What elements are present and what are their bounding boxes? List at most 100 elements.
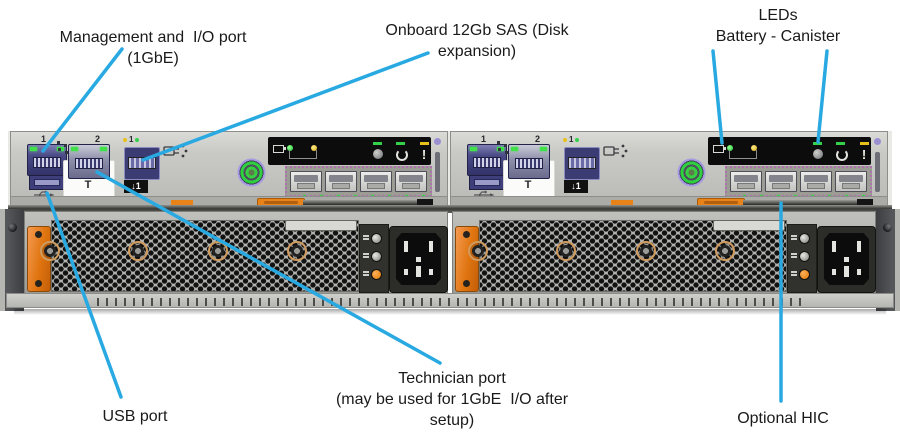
hic-port-3 — [800, 171, 832, 192]
psu-handle-screw — [35, 231, 42, 238]
ac-power-inlet — [817, 226, 876, 293]
psu-dc-led — [799, 251, 810, 262]
c14-socket — [824, 233, 869, 285]
psu-handle-screw — [35, 280, 42, 287]
activity-led — [57, 147, 64, 151]
sas-slot — [128, 157, 156, 169]
ac-power-inlet — [389, 226, 448, 293]
sas-expansion-icon — [603, 144, 628, 158]
usb-port-label: USB port — [102, 408, 168, 425]
power-led — [813, 142, 822, 145]
psu-ac-led — [371, 233, 382, 244]
hic-port-slot — [329, 175, 353, 182]
port2-number: 2 — [535, 134, 541, 144]
sas-label: Onboard 12Gb SAS (Disk expansion) — [347, 20, 607, 62]
psu-led-column — [787, 224, 817, 293]
grille-screw — [40, 241, 60, 261]
hic-port-latch — [737, 183, 755, 189]
usb-slot — [34, 179, 60, 186]
chassis-bottom-rail — [6, 293, 894, 308]
port2-number: 2 — [95, 134, 101, 144]
battery-led-bracket — [729, 150, 757, 159]
hic-port-4 — [395, 171, 427, 192]
storage-enclosure-rear: 1 2 T 1 — [0, 131, 900, 317]
technician-port-label-line3: setup) — [429, 412, 475, 429]
end-cap-screw — [434, 138, 441, 145]
grille-screw — [636, 241, 656, 261]
leds-label-line1: LEDs — [758, 7, 798, 24]
rack-screw — [8, 223, 17, 232]
activity-led — [540, 147, 547, 151]
psu-fault-icon — [791, 271, 797, 273]
end-cap-screw — [874, 138, 881, 145]
sas-expansion-port — [124, 147, 160, 180]
latch-tab — [611, 200, 633, 206]
hic-port-latch — [332, 183, 350, 189]
battery-led-bracket — [289, 150, 317, 159]
battery-icon — [713, 145, 726, 153]
hic-port-3 — [360, 171, 392, 192]
leds-label-line2: Battery - Canister — [715, 28, 841, 45]
release-lever-tip — [857, 199, 873, 206]
grille-screw — [468, 241, 488, 261]
usb-port — [469, 175, 505, 190]
hic-port-1 — [290, 171, 322, 192]
chassis-mid-seam — [8, 205, 892, 213]
psu-fault-led — [799, 269, 810, 280]
sas-fault-led — [123, 137, 127, 142]
socket-pin — [429, 241, 433, 252]
link-led — [30, 147, 37, 151]
end-cap-slot — [875, 152, 880, 192]
sas-expansion-port — [564, 147, 600, 180]
canister-thumbscrew — [677, 158, 706, 187]
psu-latch-tab — [713, 220, 785, 231]
management-ethernet-port — [467, 144, 507, 176]
socket-pin — [416, 257, 421, 262]
identify-icon — [396, 149, 408, 161]
hic-port-latch — [297, 183, 315, 189]
identify-led — [396, 142, 405, 145]
technician-port — [68, 144, 110, 179]
battery-icon-nub — [724, 147, 726, 150]
fault-icon: ! — [861, 147, 867, 162]
socket-pin — [857, 269, 861, 275]
socket-pin — [404, 241, 408, 252]
hic-port-slot — [839, 175, 863, 182]
power-supply-left — [24, 211, 448, 295]
identify-icon — [836, 149, 848, 161]
sas-link-led — [135, 137, 140, 142]
leds-label: LEDs Battery - Canister — [668, 5, 888, 47]
activity-led — [100, 147, 107, 151]
ethernet-activity-icon — [57, 141, 60, 144]
usb-port — [29, 175, 65, 190]
sas-label-line1: Onboard 12Gb SAS (Disk — [385, 22, 569, 39]
canister-end-cap — [869, 134, 887, 196]
canister-thumbscrew — [237, 158, 266, 187]
link-led — [511, 147, 518, 151]
psu-ac-led — [799, 233, 810, 244]
sas-label-line2: expansion) — [437, 43, 517, 60]
socket-pin — [832, 269, 836, 275]
management-port-label-line1: Management and I/O port — [59, 29, 247, 46]
psu-latch-tab — [285, 220, 357, 231]
hic-port-latch — [772, 183, 790, 189]
hic-port-latch — [367, 183, 385, 189]
sas-port-tag: ↓1 — [564, 180, 588, 193]
grille-screw — [287, 241, 307, 261]
rj45-pins — [473, 157, 501, 168]
grille-screw — [208, 241, 228, 261]
technician-port-label-line2: (may be used for 1GbE I/O after — [335, 391, 569, 408]
sas-port-tag: ↓1 — [124, 180, 148, 193]
socket-pin — [844, 257, 849, 262]
grille-screw — [556, 241, 576, 261]
sas-slot — [568, 157, 596, 169]
release-lever-slot — [264, 201, 298, 204]
hic-port-2 — [325, 171, 357, 192]
hic-port-slot — [399, 175, 423, 182]
socket-pin — [429, 269, 433, 275]
socket-pin — [844, 266, 849, 277]
port1-number: 1 — [481, 134, 487, 144]
hic-port-2 — [765, 171, 797, 192]
node-canister-left: 1 2 T 1 — [10, 131, 448, 209]
